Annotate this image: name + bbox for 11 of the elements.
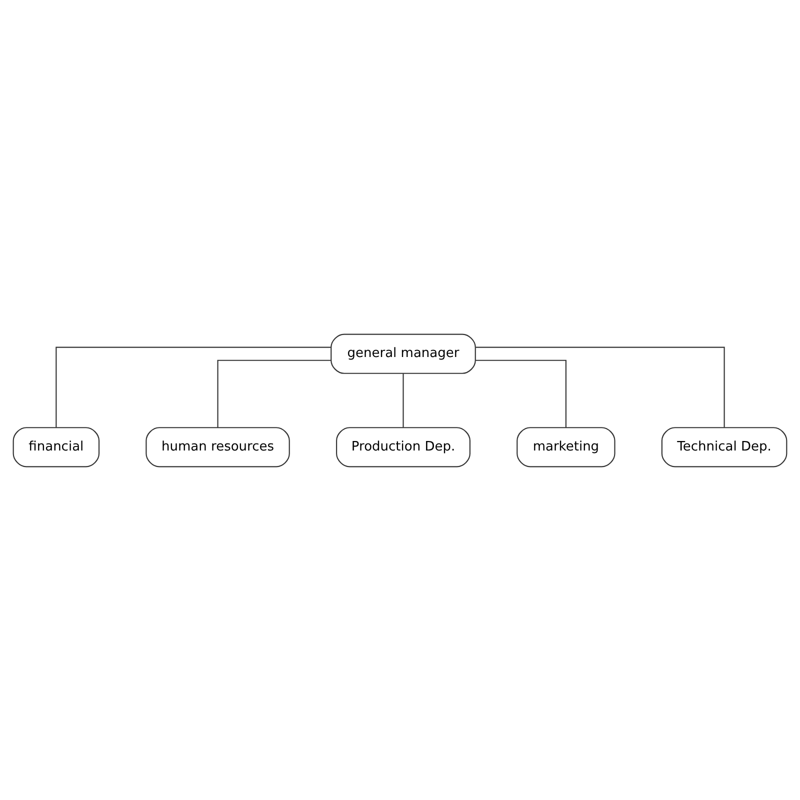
node-box: marketing (516, 426, 616, 467)
connector (476, 359, 566, 427)
connector (56, 346, 331, 427)
connector (402, 373, 404, 427)
node-box: general manager (330, 333, 476, 374)
node-box: Production Dep. (336, 426, 470, 467)
connector (217, 359, 332, 427)
node-box: human resources (146, 426, 290, 467)
connector (476, 346, 725, 427)
node-box: Technical Dep. (661, 426, 788, 467)
node-box: financial (12, 426, 100, 467)
